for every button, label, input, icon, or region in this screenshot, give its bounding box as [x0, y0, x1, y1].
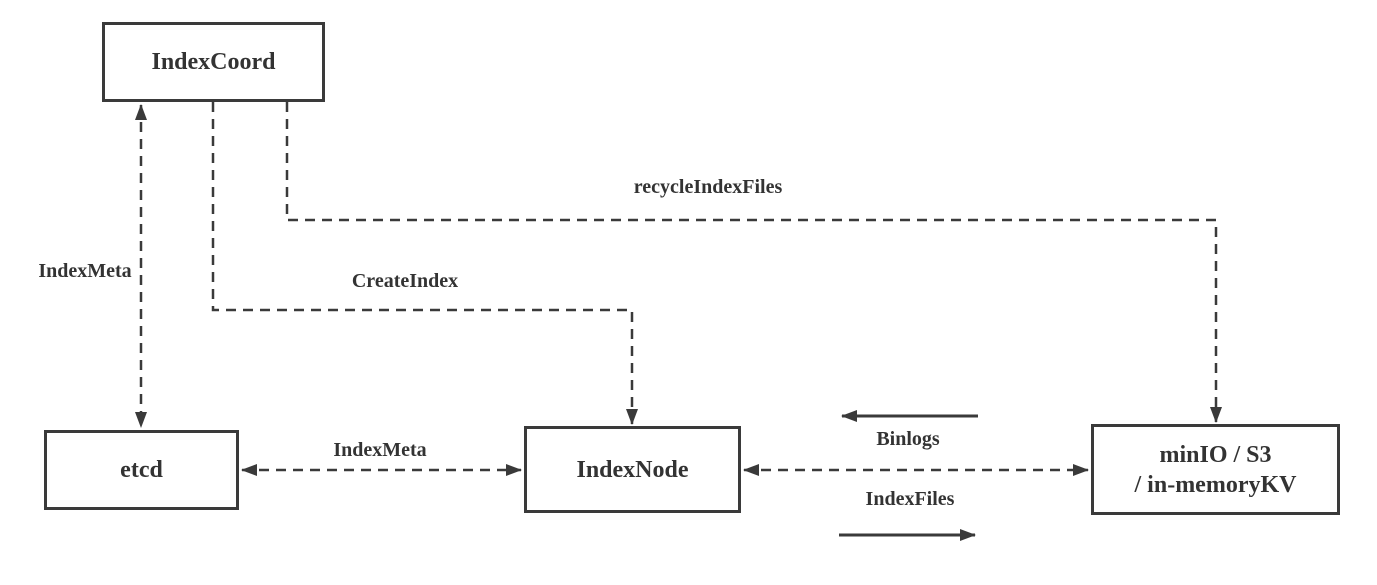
edge-label-indexmeta-left: IndexMeta — [38, 260, 132, 282]
node-indexcoord: IndexCoord — [102, 22, 325, 102]
edge-label-recycleindexfiles: recycleIndexFiles — [633, 176, 783, 198]
edge-label-indexfiles: IndexFiles — [865, 488, 955, 510]
edge-label-indexmeta-mid: IndexMeta — [333, 439, 427, 461]
edge-label-binlogs: Binlogs — [876, 428, 940, 450]
node-storage-label-line2: / in-memoryKV — [1134, 471, 1297, 498]
edge-createindex — [211, 102, 638, 425]
node-indexnode: IndexNode — [524, 426, 741, 513]
node-indexcoord-label: IndexCoord — [151, 49, 276, 75]
node-indexnode-label: IndexNode — [576, 456, 689, 483]
node-storage-label-line1: minIO / S3 — [1159, 441, 1272, 468]
node-etcd: etcd — [44, 430, 239, 510]
node-etcd-label: etcd — [120, 457, 163, 483]
edge-recycleindexfiles — [285, 102, 1222, 423]
node-storage: minIO / S3 / in-memoryKV — [1091, 424, 1340, 515]
edge-label-createindex: CreateIndex — [351, 270, 459, 292]
